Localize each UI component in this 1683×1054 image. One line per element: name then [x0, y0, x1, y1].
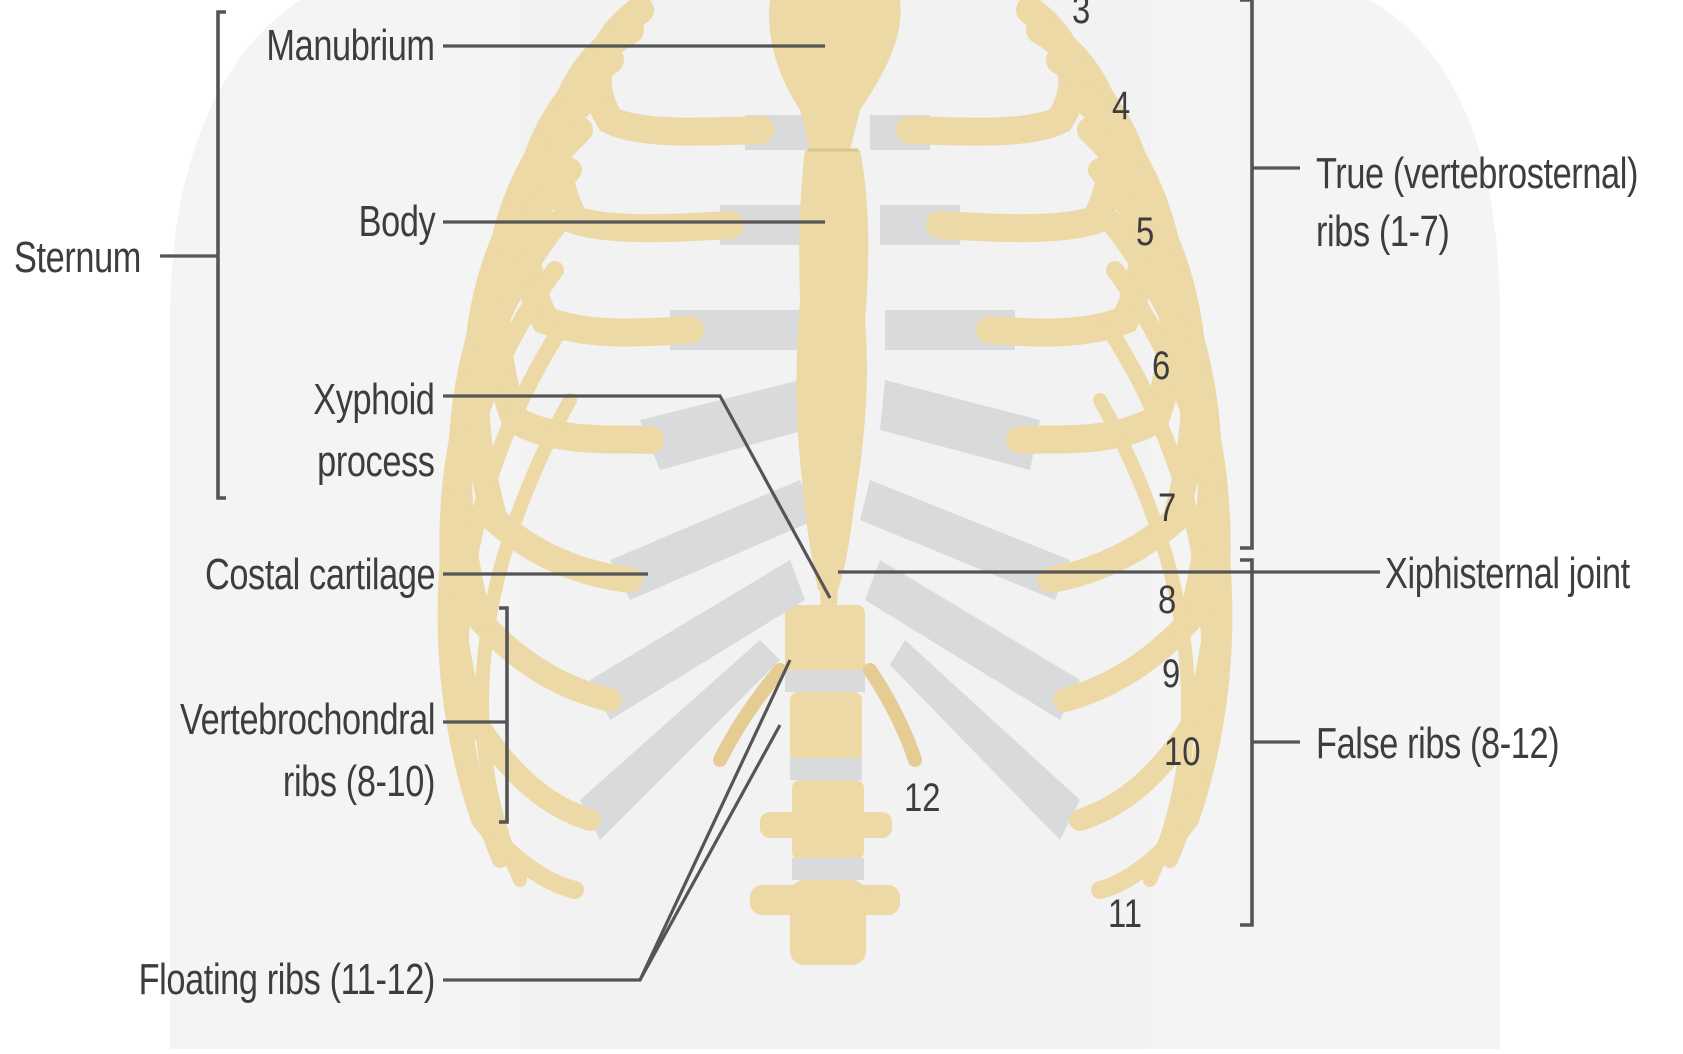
xyphoid-label-line2: process — [318, 440, 435, 484]
xiphisternal-joint-label: Xiphisternal joint — [1385, 552, 1630, 596]
rib-number-12: 12 — [904, 778, 940, 818]
rib-number-4: 4 — [1112, 86, 1130, 126]
rib-number-10: 10 — [1164, 732, 1200, 772]
rib-number-8: 8 — [1158, 580, 1176, 620]
vertebrochondral-label-line1: Vertebrochondral — [180, 698, 435, 742]
rib-number-9: 9 — [1162, 654, 1180, 694]
costal-cartilage-label: Costal cartilage — [205, 553, 435, 597]
false-ribs-label: False ribs (8-12) — [1316, 722, 1559, 766]
rib-number-11: 11 — [1108, 894, 1142, 934]
sternum-label: Sternum — [14, 236, 141, 280]
rib-number-6: 6 — [1152, 346, 1170, 386]
floating-ribs-label: Floating ribs (11-12) — [139, 958, 435, 1002]
rib-number-3: 3 — [1072, 0, 1090, 30]
true-ribs-label-line1: True (vertebrosternal) — [1316, 152, 1638, 196]
body-label: Body — [358, 200, 435, 244]
true-ribs-label-line2: ribs (1-7) — [1316, 210, 1449, 254]
vertebrochondral-label-line2: ribs (8-10) — [283, 760, 435, 804]
rib-number-7: 7 — [1158, 488, 1176, 528]
xyphoid-label-line1: Xyphoid — [314, 378, 435, 422]
manubrium-label: Manubrium — [267, 24, 435, 68]
rib-number-5: 5 — [1136, 212, 1154, 252]
